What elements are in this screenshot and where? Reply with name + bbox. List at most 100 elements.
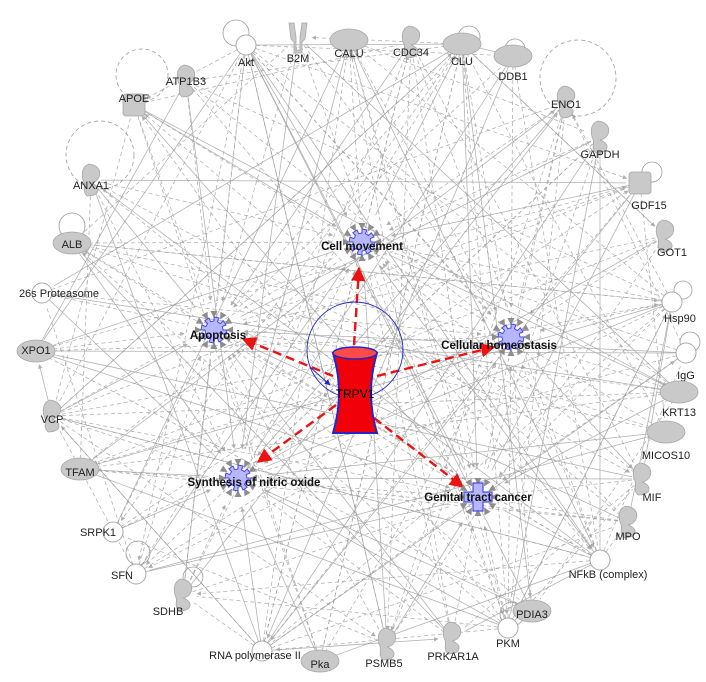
interaction-edge bbox=[264, 55, 409, 642]
node-b2m[interactable]: B2M bbox=[287, 22, 310, 65]
node-label: XPO1 bbox=[21, 345, 50, 357]
self-loop-layer bbox=[58, 19, 701, 627]
interaction-edge bbox=[120, 51, 457, 521]
interaction-edge bbox=[572, 114, 668, 294]
function-apoptosis[interactable]: Apoptosis bbox=[190, 311, 246, 349]
cross-icon bbox=[463, 482, 493, 512]
self-loop-sfn bbox=[125, 540, 151, 566]
interaction-edge bbox=[38, 364, 50, 407]
node-sdhb[interactable]: SDHB bbox=[153, 578, 193, 618]
interaction-edge bbox=[60, 343, 188, 412]
node-vcp[interactable]: VCP bbox=[41, 399, 64, 433]
interaction-edge bbox=[251, 57, 528, 603]
node-akt[interactable]: Akt bbox=[235, 34, 257, 69]
node-gdf15[interactable]: GDF15 bbox=[628, 171, 667, 212]
interaction-edge bbox=[89, 469, 209, 477]
interaction-edge bbox=[216, 54, 246, 301]
interaction-edge bbox=[93, 304, 663, 467]
interaction-edge bbox=[138, 358, 206, 565]
interaction-edge bbox=[196, 596, 499, 628]
node-label: ANXA1 bbox=[73, 180, 109, 192]
interaction-edge bbox=[93, 392, 670, 469]
node-krt13[interactable]: KRT13 bbox=[659, 380, 699, 419]
interaction-edge bbox=[379, 265, 595, 553]
function-label: Synthesis of nitric oxide bbox=[188, 477, 321, 489]
node-label: MPO bbox=[615, 531, 641, 543]
node-calu[interactable]: CALU bbox=[329, 28, 369, 60]
node-igg[interactable]: IgG bbox=[675, 342, 697, 382]
node-label: MICOS10 bbox=[642, 450, 690, 462]
node-anxa1[interactable]: ANXA1 bbox=[73, 163, 109, 197]
highlight-edge-synthesis-of-nitric-oxide bbox=[256, 404, 337, 463]
interaction-edge bbox=[121, 349, 485, 528]
gear-icon bbox=[224, 464, 252, 492]
node-apoe[interactable]: APOE bbox=[119, 93, 150, 117]
node-shape bbox=[288, 22, 308, 54]
interaction-edge bbox=[49, 299, 217, 458]
function-cell-movement[interactable]: Cell movement bbox=[321, 223, 403, 261]
node-26s-proteasome[interactable]: 26s Proteasome bbox=[19, 282, 99, 304]
node-pdia3[interactable]: PDIA3 bbox=[512, 599, 552, 623]
node-rna-polymerase-ii[interactable]: RNA polymerase II bbox=[209, 640, 301, 662]
node-mif[interactable]: MIF bbox=[632, 462, 662, 504]
interaction-edge bbox=[240, 46, 298, 449]
incoming-arrowhead bbox=[492, 333, 499, 341]
node-sfn[interactable]: SFN bbox=[111, 563, 147, 585]
node-xpo1[interactable]: XPO1 bbox=[16, 339, 56, 363]
interaction-edge bbox=[235, 62, 506, 310]
node-pkm[interactable]: PKM bbox=[496, 617, 520, 650]
interaction-edge bbox=[140, 55, 456, 566]
interaction-edge bbox=[261, 495, 445, 633]
highlight-edge-apoptosis bbox=[241, 337, 334, 378]
node-got1[interactable]: GOT1 bbox=[655, 219, 687, 259]
node-nfkb-complex[interactable]: NFkB (complex) bbox=[569, 549, 648, 581]
interaction-edge bbox=[192, 506, 450, 593]
interaction-edge bbox=[415, 50, 636, 467]
interaction-edge bbox=[514, 65, 598, 547]
interaction-edge bbox=[142, 109, 667, 386]
interaction-edge bbox=[56, 57, 240, 408]
node-shape bbox=[556, 85, 576, 119]
interaction-edge bbox=[358, 43, 588, 133]
function-genital-tract-cancer[interactable]: Genital tract cancer bbox=[424, 478, 532, 516]
node-label: RNA polymerase II bbox=[209, 650, 301, 662]
node-gapdh[interactable]: GAPDH bbox=[580, 120, 620, 161]
node-cdc34[interactable]: CDC34 bbox=[393, 25, 429, 59]
node-prkar1a[interactable]: PRKAR1A bbox=[427, 621, 479, 663]
self-loop-sdhb bbox=[182, 566, 204, 588]
gear-icon bbox=[200, 316, 228, 344]
interaction-edge bbox=[504, 396, 671, 484]
function-cellular-homeostasis[interactable]: Cellular homeostasis bbox=[441, 318, 557, 356]
node-tfam[interactable]: TFAM bbox=[60, 457, 100, 481]
node-micos10[interactable]: MICOS10 bbox=[642, 420, 690, 462]
node-shape bbox=[42, 399, 62, 433]
interaction-edge bbox=[605, 532, 621, 553]
node-shape bbox=[632, 462, 652, 496]
node-ddb1[interactable]: DDB1 bbox=[493, 44, 533, 83]
incoming-arrowhead bbox=[492, 343, 501, 350]
node-pka[interactable]: Pka bbox=[300, 649, 340, 673]
interaction-edge bbox=[247, 54, 385, 631]
interaction-edge bbox=[333, 563, 591, 657]
node-atp1b3[interactable]: ATP1B3 bbox=[166, 64, 206, 98]
interaction-edge bbox=[142, 109, 337, 227]
node-eno1[interactable]: ENO1 bbox=[551, 85, 581, 119]
node-shape bbox=[60, 457, 100, 481]
interaction-edge bbox=[484, 111, 565, 468]
interaction-edge bbox=[97, 187, 196, 308]
node-clu[interactable]: CLU bbox=[442, 32, 482, 68]
node-label: ENO1 bbox=[551, 99, 581, 111]
interaction-edge bbox=[266, 65, 510, 639]
interaction-edge bbox=[87, 260, 339, 463]
function-synthesis-of-nitric-oxide[interactable]: Synthesis of nitric oxide bbox=[188, 459, 321, 497]
incoming-arrowhead bbox=[484, 478, 491, 487]
node-srpk1[interactable]: SRPK1 bbox=[80, 521, 124, 543]
node-alb[interactable]: ALB bbox=[52, 231, 92, 255]
function-label: Cellular homeostasis bbox=[441, 340, 557, 352]
center-node-trpv1[interactable]: TRPV1 bbox=[306, 301, 404, 434]
function-label: Cell movement bbox=[321, 241, 403, 253]
node-mpo[interactable]: MPO bbox=[615, 505, 641, 543]
node-hsp90[interactable]: Hsp90 bbox=[661, 291, 696, 325]
node-psmb5[interactable]: PSMB5 bbox=[365, 627, 403, 670]
